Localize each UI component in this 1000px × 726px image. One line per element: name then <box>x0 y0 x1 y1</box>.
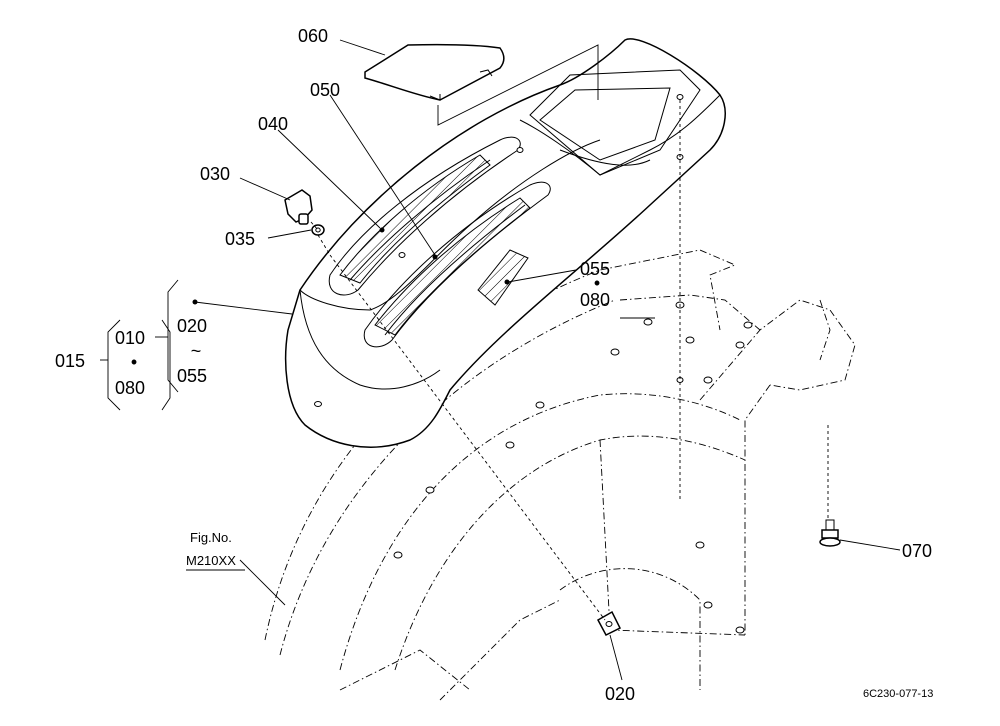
label-055: 055 <box>580 259 610 279</box>
assembly-lines <box>310 100 829 621</box>
label-080: 080 <box>580 290 610 310</box>
bracket-groups <box>100 279 179 411</box>
cover-060 <box>364 43 505 101</box>
label-030: 030 <box>200 164 230 184</box>
fender <box>284 38 726 448</box>
fender-holes <box>314 94 684 407</box>
bolt-070 <box>819 519 841 547</box>
label-010: 010 <box>115 328 145 348</box>
pad-055 <box>477 249 529 306</box>
label-055-dot: • <box>594 273 600 293</box>
fig-number: M210XX <box>186 553 236 568</box>
label-060: 060 <box>298 26 328 46</box>
label-040: 040 <box>258 114 288 134</box>
label-020-range-end: 055 <box>177 366 207 386</box>
label-010-dot: • <box>131 352 137 372</box>
leader-060-fender <box>437 44 599 126</box>
fig-label: Fig.No. <box>190 530 232 545</box>
label-010-080: 080 <box>115 378 145 398</box>
label-015: 015 <box>55 351 85 371</box>
label-020-range-start: 020 <box>177 316 207 336</box>
washer-035 <box>311 224 325 236</box>
knob-030 <box>284 189 313 225</box>
leaders <box>186 39 901 681</box>
nut-020 <box>596 610 622 636</box>
drawing-code: 6C230-077-13 <box>863 688 933 700</box>
label-050: 050 <box>310 80 340 100</box>
mat-050 <box>363 181 551 348</box>
label-070: 070 <box>902 541 932 561</box>
label-035: 035 <box>225 229 255 249</box>
label-020-range-tilde: ~ <box>191 341 202 361</box>
label-020: 020 <box>605 684 635 704</box>
